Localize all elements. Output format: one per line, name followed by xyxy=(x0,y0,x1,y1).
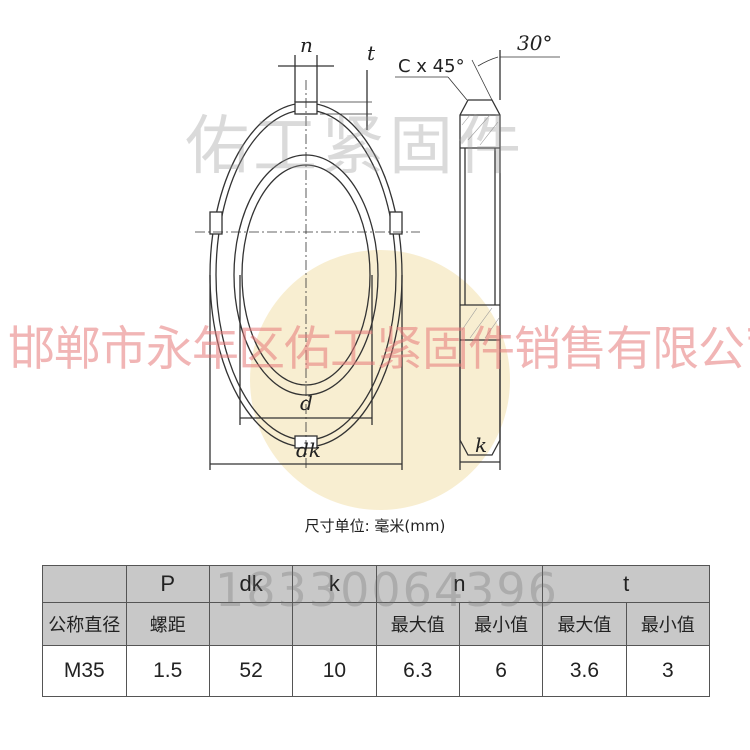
table-cell: 10 xyxy=(292,645,377,697)
table-cell: 6.3 xyxy=(375,645,460,697)
slot-right xyxy=(389,211,403,235)
header-cell: n xyxy=(375,565,544,603)
watermark-brand: 佑工紧固件 xyxy=(185,110,525,184)
spec-table: P dk k n t 公称直径 螺距 最大值 最小值 最大值 最小值 M35 1… xyxy=(42,565,711,697)
header-cell: P xyxy=(125,565,210,603)
dk-label: dk xyxy=(296,438,321,462)
table-cell: 52 xyxy=(208,645,294,697)
d-label: d xyxy=(300,391,313,415)
header-cell: 最大值 xyxy=(542,602,627,646)
header-cell xyxy=(292,602,377,646)
header-cell xyxy=(208,602,294,646)
n-label: n xyxy=(300,33,313,57)
table-row: M35 1.5 52 10 6.3 6 3.6 3 xyxy=(42,645,711,697)
unit-note: 尺寸单位: 毫米(mm) xyxy=(304,517,446,535)
header-row-1: P dk k n t xyxy=(42,565,710,603)
header-cell: 最小值 xyxy=(458,602,544,646)
header-cell: 螺距 xyxy=(125,602,210,646)
table-cell: M35 xyxy=(42,645,127,697)
side-view xyxy=(459,99,501,456)
k-label: k xyxy=(475,433,487,457)
table-cell: 3 xyxy=(625,645,711,697)
watermark-company: 邯郸市永年区佑工紧固件销售有限公司 xyxy=(8,322,750,377)
chamfer-label: C x 45° xyxy=(398,56,465,77)
header-row-2: 公称直径 螺距 最大值 最小值 最大值 最小值 xyxy=(42,602,711,646)
table-cell: 1.5 xyxy=(125,645,210,697)
header-cell: 公称直径 xyxy=(42,602,127,646)
t-label: t xyxy=(367,41,376,65)
header-cell: k xyxy=(292,565,377,603)
header-cell: dk xyxy=(208,565,294,603)
header-cell xyxy=(42,565,127,603)
table-cell: 3.6 xyxy=(542,645,627,697)
table-cell: 6 xyxy=(458,645,544,697)
angle-label: 30° xyxy=(517,31,552,55)
logo-watermark xyxy=(250,250,510,510)
header-cell: 最小值 xyxy=(625,602,711,646)
slot-left xyxy=(209,211,223,235)
header-cell: t xyxy=(542,565,710,603)
header-cell: 最大值 xyxy=(375,602,460,646)
